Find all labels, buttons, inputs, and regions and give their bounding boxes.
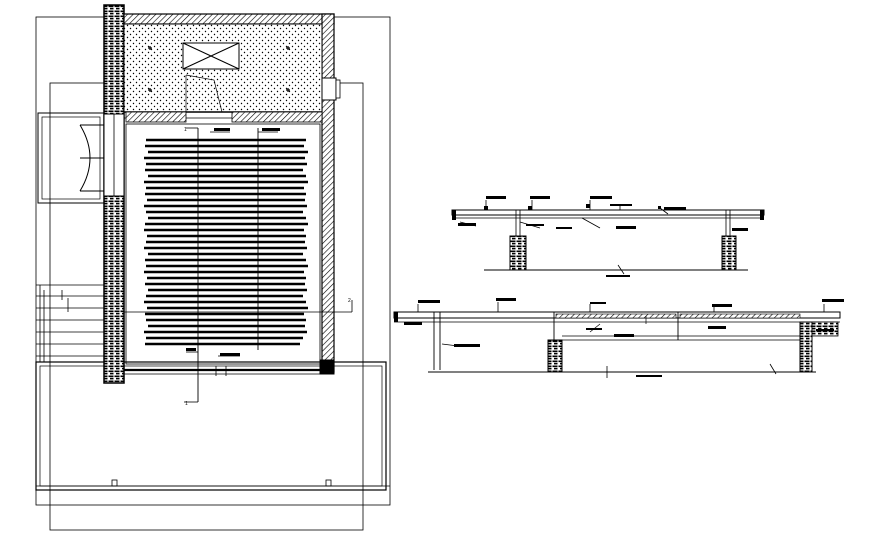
slatted-area — [144, 138, 308, 346]
right-wall — [321, 13, 335, 373]
staircase — [36, 284, 104, 362]
upper-left-column — [509, 235, 527, 271]
plan-callout-1: 1 — [184, 127, 187, 133]
plan-callout-2: 2 — [348, 298, 351, 304]
upper-section — [451, 196, 765, 277]
plan-callout-1-bottom: 1 — [185, 401, 188, 407]
plan-lower-boundary — [49, 82, 364, 531]
upper-right-column — [721, 235, 737, 271]
lower-right-column — [799, 321, 813, 373]
top-wall — [123, 13, 335, 25]
lower-left-column — [547, 339, 563, 373]
roof-opening-icon — [182, 42, 240, 70]
floor-plan — [35, 4, 391, 531]
lower-deck — [35, 361, 387, 491]
lower-section — [393, 298, 844, 378]
